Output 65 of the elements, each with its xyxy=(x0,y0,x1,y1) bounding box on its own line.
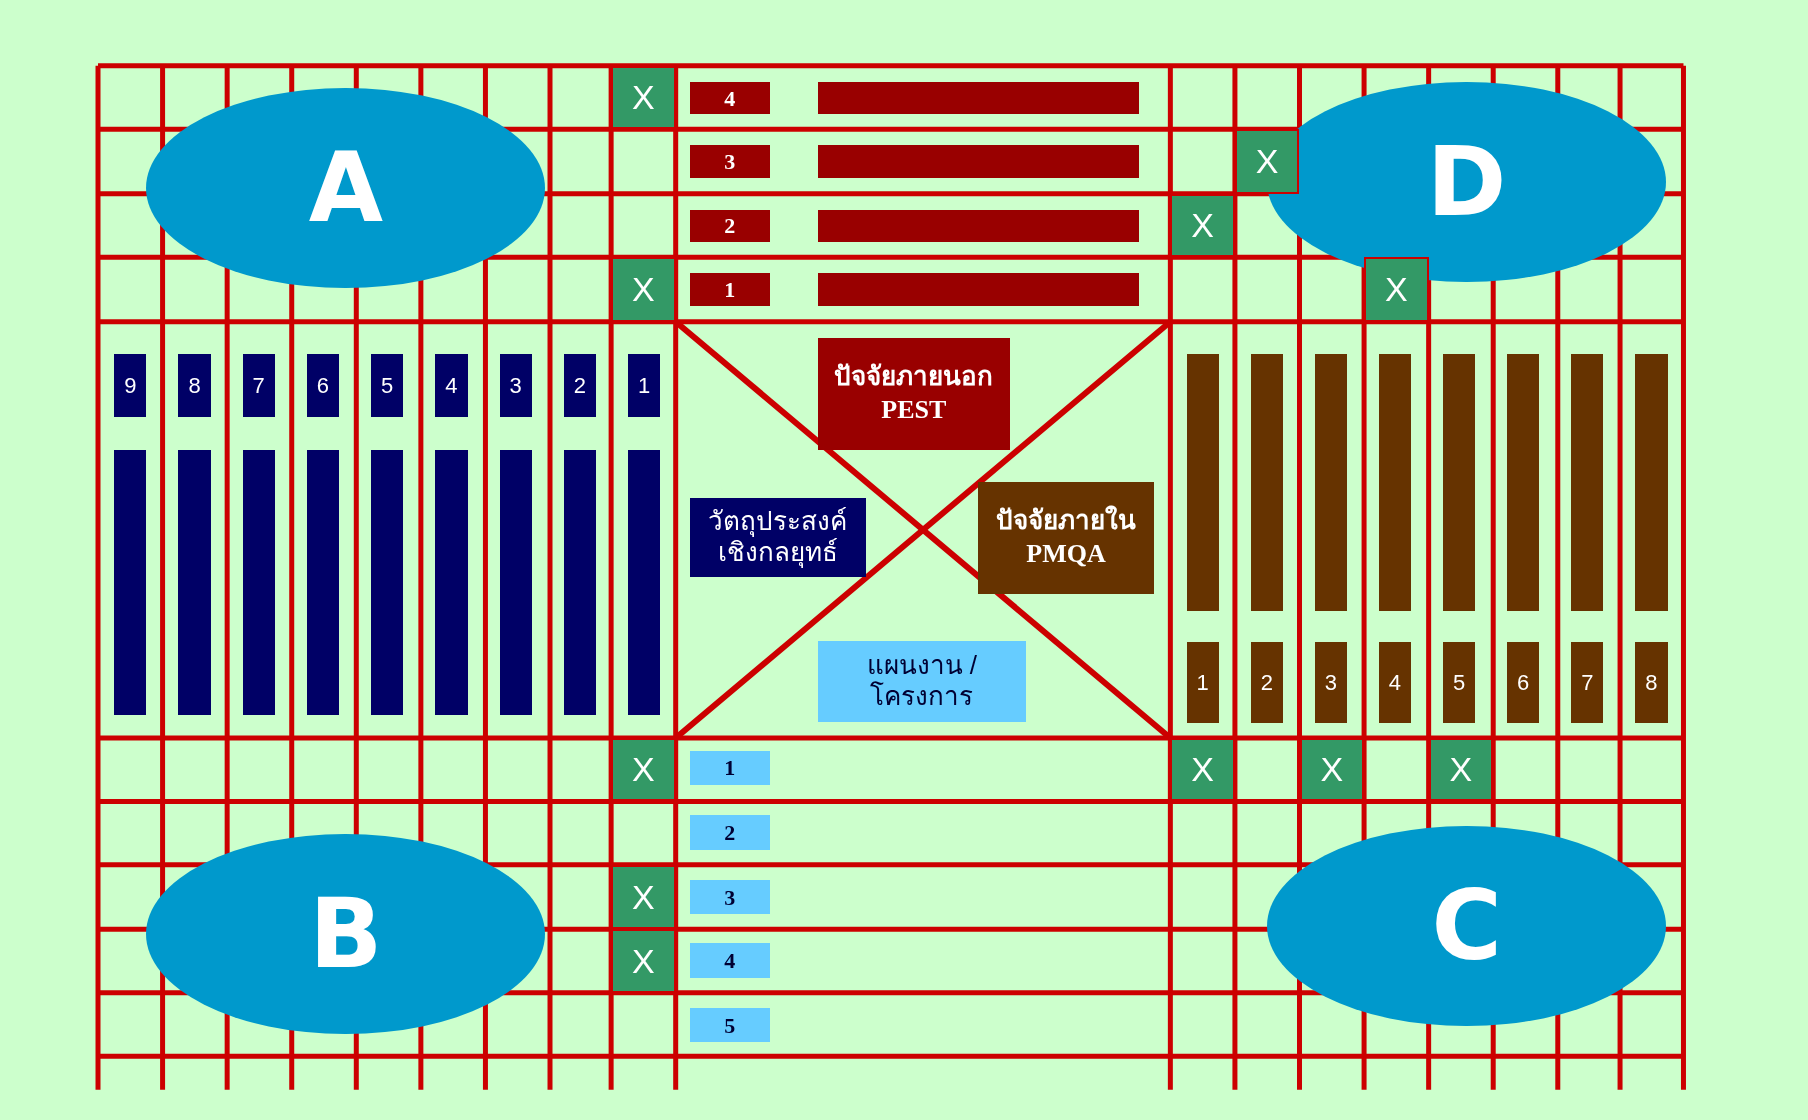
mark-cell: X xyxy=(1299,737,1365,802)
number-label: 1 xyxy=(689,273,771,306)
number-label: 4 xyxy=(689,943,771,978)
number-label: 2 xyxy=(563,354,596,418)
number-label: 5 xyxy=(1442,642,1476,723)
number-label: 3 xyxy=(1314,642,1347,723)
bar xyxy=(499,449,532,715)
mark-cell: X xyxy=(611,65,676,130)
number-label: 2 xyxy=(689,209,771,243)
number-label: 5 xyxy=(689,1007,771,1043)
number-label: 1 xyxy=(627,354,661,418)
number-label: 8 xyxy=(178,354,211,418)
number-label: 3 xyxy=(689,879,771,915)
bar xyxy=(178,449,211,715)
mark-cell: X xyxy=(611,737,676,802)
number-label: 1 xyxy=(1186,642,1219,723)
number-label: 6 xyxy=(306,354,340,418)
number-label: 6 xyxy=(1507,642,1540,723)
mark-cell: X xyxy=(1364,257,1429,322)
number-label: 2 xyxy=(1250,642,1283,723)
bar xyxy=(1635,354,1668,612)
letter-ellipse: B xyxy=(146,833,546,1035)
mark-cell: X xyxy=(611,257,676,322)
letter-ellipse: A xyxy=(146,87,546,289)
number-label: 2 xyxy=(689,815,771,850)
bar xyxy=(817,273,1140,306)
number-label: 8 xyxy=(1635,642,1668,723)
bar xyxy=(1442,354,1476,612)
letter-ellipse: C xyxy=(1267,825,1667,1027)
bar xyxy=(242,449,275,715)
plan-box: แผนงาน / โครงการ xyxy=(817,641,1027,722)
number-label: 4 xyxy=(435,354,468,418)
number-label: 3 xyxy=(689,145,771,178)
bar xyxy=(371,449,404,715)
bar xyxy=(306,449,340,715)
bar xyxy=(435,449,468,715)
number-label: 9 xyxy=(114,354,147,418)
number-label: 4 xyxy=(689,81,771,115)
bar xyxy=(1186,354,1219,612)
factor-box: ปัจจัยภายใน PMQA xyxy=(977,481,1155,594)
bar xyxy=(563,449,596,715)
factor-box: ปัจจัยภายนอก PEST xyxy=(817,337,1011,450)
bar xyxy=(1378,354,1412,612)
number-label: 7 xyxy=(1571,642,1604,723)
bar xyxy=(817,209,1140,243)
mark-cell: X xyxy=(1428,737,1494,802)
bar xyxy=(1314,354,1347,612)
bar xyxy=(817,145,1140,178)
mark-cell: X xyxy=(1234,129,1300,194)
mark-cell: X xyxy=(611,929,676,993)
number-label: 7 xyxy=(242,354,275,418)
mark-cell: X xyxy=(1170,193,1235,258)
bar xyxy=(817,81,1140,115)
objective-box: วัตถุประสงค์เชิงกลยุทธ์ xyxy=(689,498,866,577)
bar xyxy=(1507,354,1540,612)
number-label: 4 xyxy=(1378,642,1412,723)
mark-cell: X xyxy=(1170,737,1235,802)
bar xyxy=(1571,354,1604,612)
number-label: 3 xyxy=(499,354,532,418)
bar xyxy=(627,449,661,715)
number-label: 1 xyxy=(689,750,771,786)
bar xyxy=(114,449,147,715)
bar xyxy=(1250,354,1283,612)
number-label: 5 xyxy=(371,354,404,418)
mark-cell: X xyxy=(611,864,676,930)
